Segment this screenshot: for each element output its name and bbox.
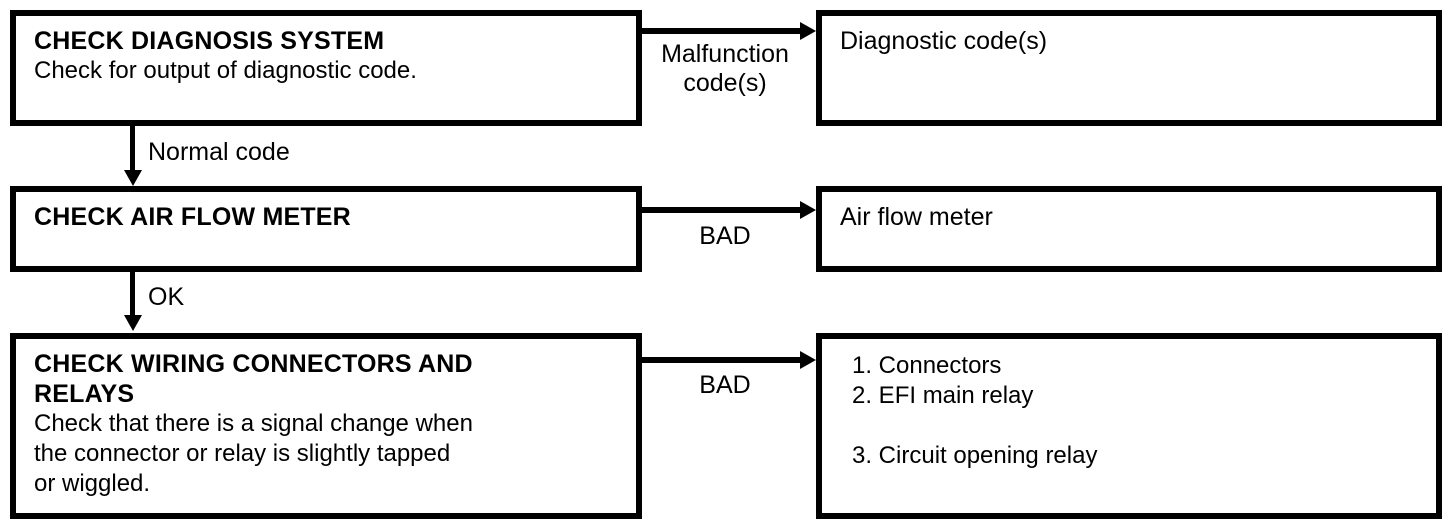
flow-label-ok: OK (148, 283, 185, 311)
result-3-list: 1. Connectors 2. EFI main relay 3. Circu… (852, 351, 1097, 471)
step-2-text-block: CHECK AIR FLOW METER (34, 202, 628, 232)
result-2-text-block: Air flow meter (840, 202, 1428, 232)
flow-arrowhead-1 (124, 170, 142, 186)
flow-arrowhead-2 (124, 315, 142, 331)
result-1-title: Diagnostic code(s) (840, 27, 1048, 55)
step-3-body: Check that there is a signal change when… (34, 410, 473, 497)
result-2-title: Air flow meter (840, 203, 993, 231)
branch-line-2 (638, 207, 802, 213)
step-box-check-diagnosis-system: CHECK DIAGNOSIS SYSTEM Check for output … (10, 10, 642, 126)
branch-label-2: BAD (699, 222, 751, 250)
branch-arrowhead-2 (800, 201, 816, 219)
flow-line-1 (130, 126, 135, 174)
flow-label-normal-code: Normal code (148, 138, 290, 166)
result-box-wiring-items: 1. Connectors 2. EFI main relay 3. Circu… (816, 333, 1442, 519)
result-box-air-flow-meter: Air flow meter (816, 186, 1442, 272)
step-box-check-air-flow-meter: CHECK AIR FLOW METER (10, 186, 642, 272)
step-1-title: CHECK DIAGNOSIS SYSTEM (34, 27, 385, 55)
step-1-text-block: CHECK DIAGNOSIS SYSTEM Check for output … (34, 26, 628, 86)
step-3-title: CHECK WIRING CONNECTORS AND RELAYS (34, 350, 473, 408)
step-box-check-wiring-connectors-and-relays: CHECK WIRING CONNECTORS AND RELAYS Check… (10, 333, 642, 519)
step-3-text-block: CHECK WIRING CONNECTORS AND RELAYS Check… (34, 349, 628, 499)
list-item: 1. Connectors (852, 352, 1002, 379)
list-item: 3. Circuit opening relay (852, 442, 1098, 469)
step-2-title: CHECK AIR FLOW METER (34, 203, 351, 231)
branch-line-3 (638, 357, 802, 363)
branch-label-1: Malfunction code(s) (661, 40, 789, 97)
list-item: 2. EFI main relay (852, 382, 1034, 409)
branch-arrowhead-3 (800, 351, 816, 369)
branch-label-3: BAD (699, 371, 751, 399)
branch-line-1 (638, 28, 802, 34)
flow-line-2 (130, 272, 135, 318)
branch-arrowhead-1 (800, 22, 816, 40)
result-1-text-block: Diagnostic code(s) (840, 26, 1428, 56)
step-1-body: Check for output of diagnostic code. (34, 57, 417, 84)
result-box-diagnostic-codes: Diagnostic code(s) (816, 10, 1442, 126)
